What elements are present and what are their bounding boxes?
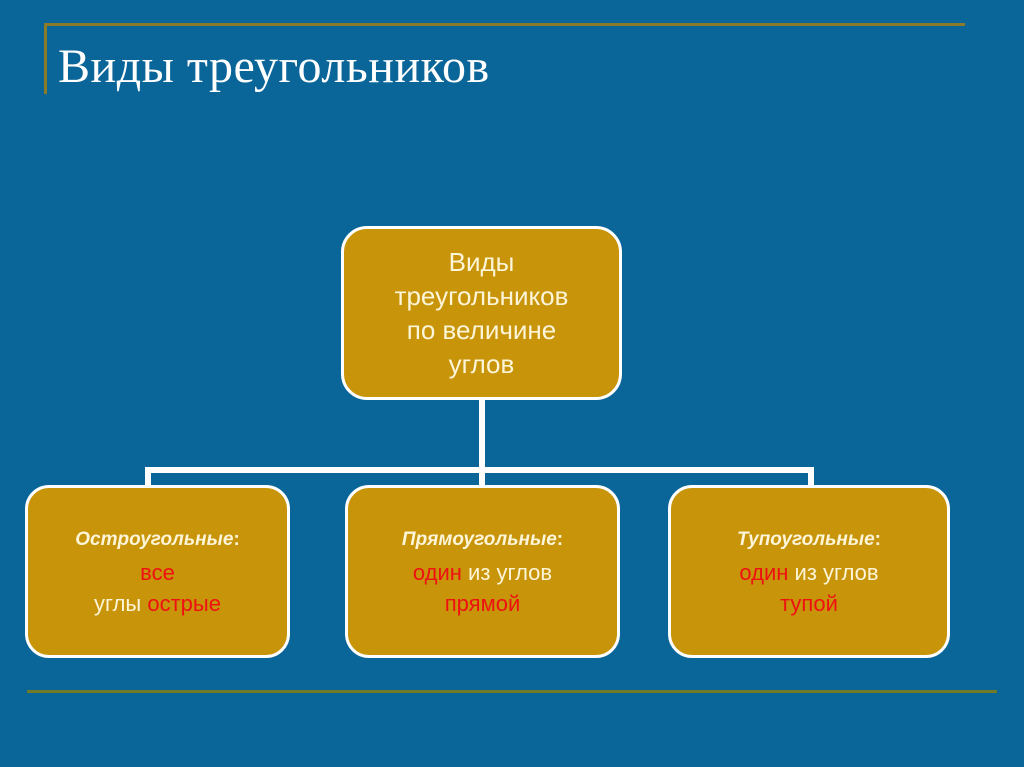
root-line-2: треугольников bbox=[394, 281, 569, 311]
right-heading: Прямоугольные bbox=[401, 529, 557, 550]
right-line-2-cream: из углов bbox=[461, 560, 553, 585]
obtuse-heading-line: Тупоугольные: bbox=[737, 524, 881, 555]
diagram-node-right-angled: Прямоугольные: один из углов прямой bbox=[345, 485, 620, 658]
root-line-4: углов bbox=[448, 349, 515, 379]
acute-heading-line: Остроугольные: bbox=[75, 524, 240, 555]
obtuse-line-2: один из углов bbox=[737, 557, 881, 588]
obtuse-line-2-cream: из углов bbox=[788, 560, 879, 585]
diagram-node-root: Виды треугольников по величине углов bbox=[341, 226, 622, 400]
connector-drop-right bbox=[808, 467, 814, 489]
right-heading-line: Прямоугольные: bbox=[402, 524, 563, 555]
root-line-3: по величине bbox=[406, 315, 557, 345]
title-rule-top bbox=[44, 23, 965, 26]
diagram-node-acute-text: Остроугольные: все углы острые bbox=[69, 524, 246, 619]
diagram-node-right-angled-text: Прямоугольные: один из углов прямой bbox=[396, 524, 569, 619]
connector-root-stem bbox=[479, 399, 485, 472]
right-colon: : bbox=[556, 529, 564, 550]
acute-line-3: углы острые bbox=[75, 588, 240, 619]
acute-colon: : bbox=[233, 529, 240, 550]
acute-heading: Остроугольные bbox=[75, 529, 234, 550]
connector-drop-middle bbox=[479, 467, 485, 489]
right-line-2: один из углов bbox=[402, 557, 563, 588]
obtuse-line-2-red: один bbox=[739, 560, 789, 585]
diagram-node-obtuse-text: Тупоугольные: один из углов тупой bbox=[731, 524, 887, 619]
footer-rule bbox=[27, 690, 997, 693]
right-line-3: прямой bbox=[444, 591, 521, 616]
right-line-2-red: один bbox=[412, 560, 462, 585]
page-title: Виды треугольников bbox=[58, 40, 490, 93]
acute-line-2: все bbox=[140, 560, 175, 585]
acute-line-3-red: острые bbox=[147, 591, 221, 616]
acute-line-3-cream: углы bbox=[94, 591, 148, 616]
title-rule-left bbox=[44, 23, 47, 94]
connector-drop-left bbox=[145, 467, 151, 489]
diagram-node-obtuse: Тупоугольные: один из углов тупой bbox=[668, 485, 950, 658]
obtuse-colon: : bbox=[874, 529, 881, 550]
root-line-1: Виды bbox=[448, 247, 515, 277]
obtuse-line-3: тупой bbox=[780, 591, 838, 616]
diagram-node-acute: Остроугольные: все углы острые bbox=[25, 485, 290, 658]
diagram-node-root-text: Виды треугольников по величине углов bbox=[385, 245, 579, 381]
obtuse-heading: Тупоугольные bbox=[737, 529, 875, 550]
